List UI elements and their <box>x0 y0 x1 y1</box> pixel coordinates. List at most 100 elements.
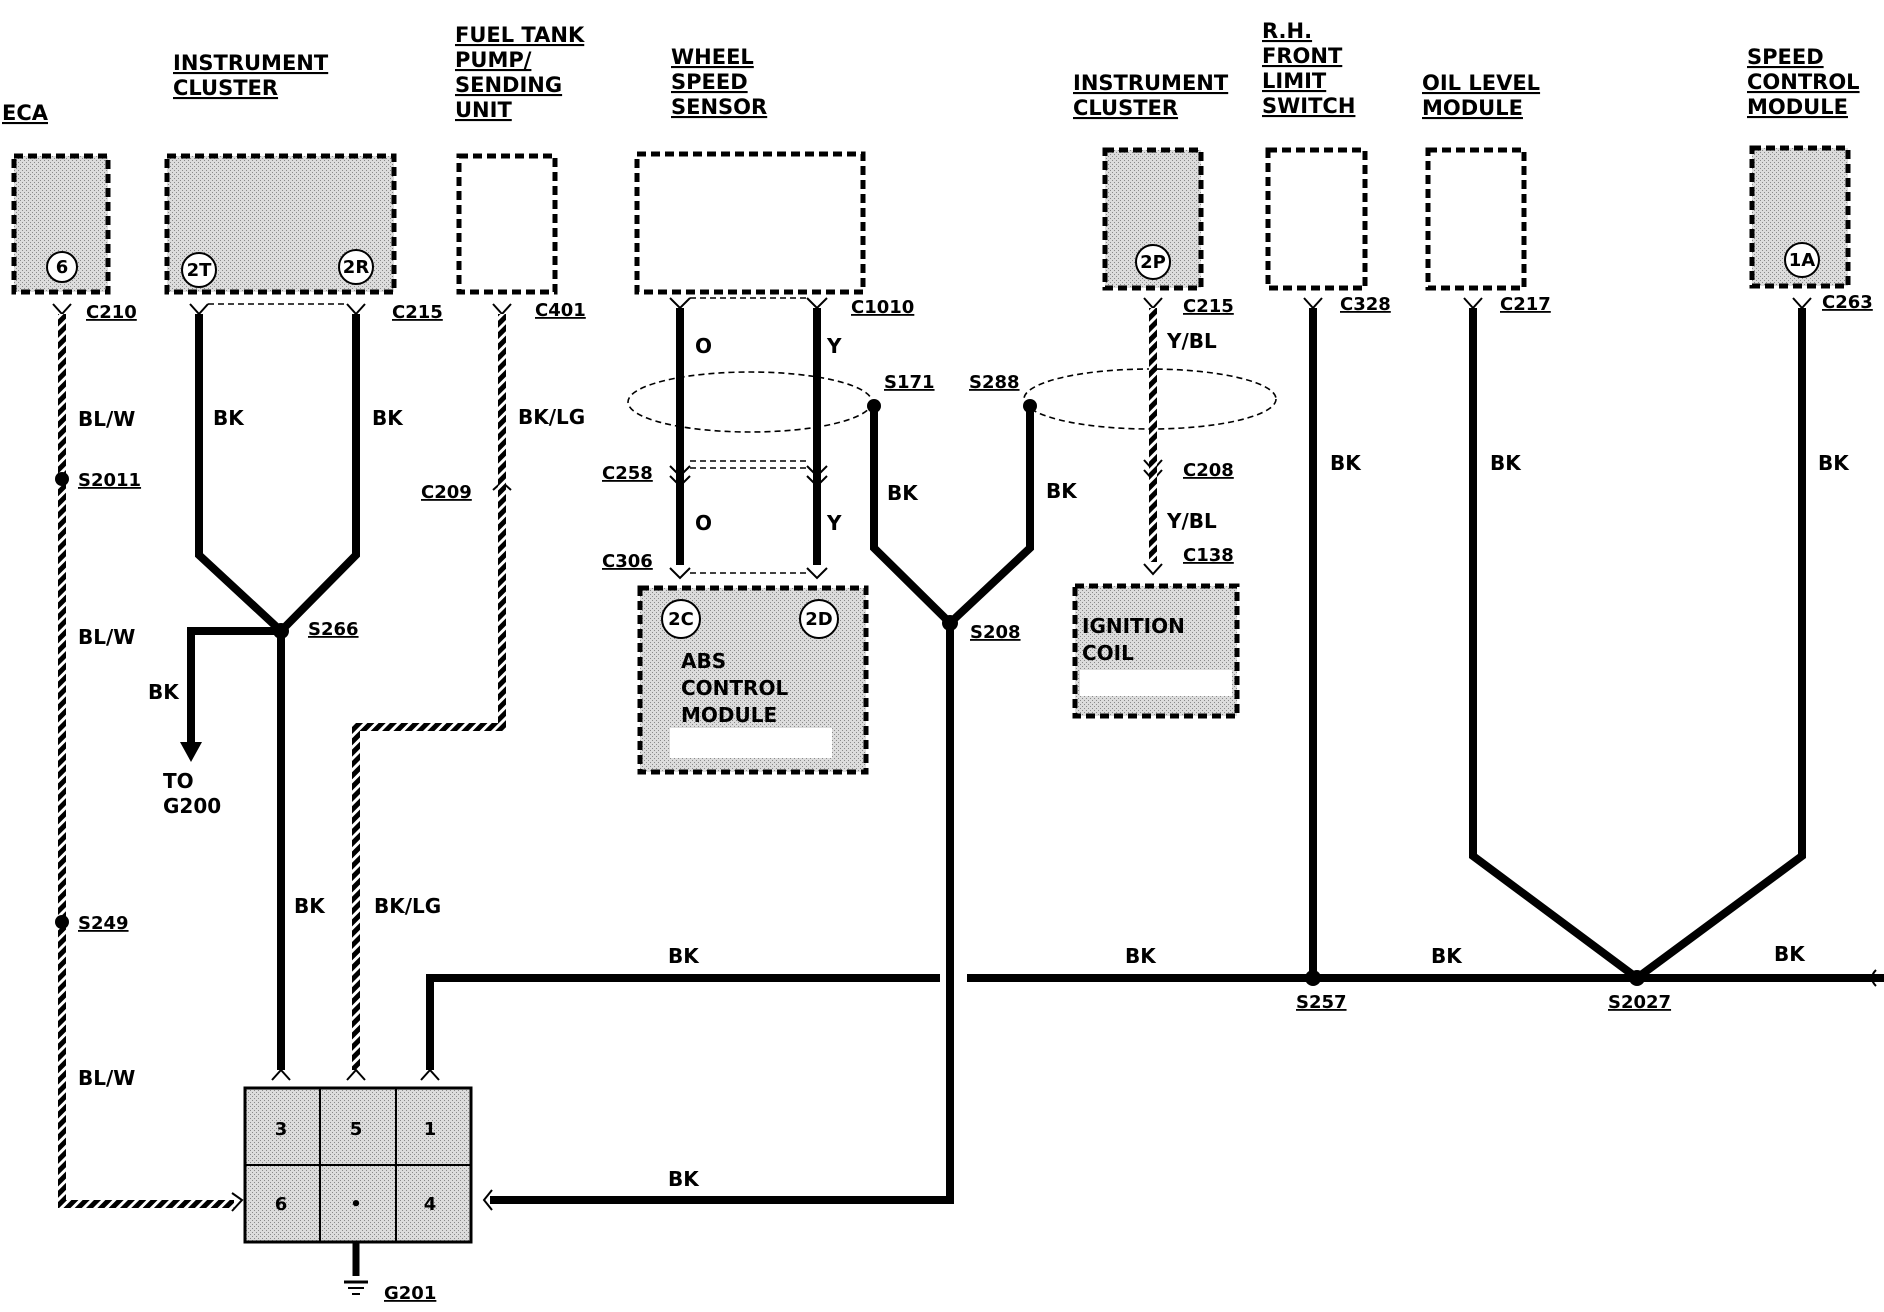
svg-text:ECA: ECA <box>2 101 49 125</box>
g201-label: G201 <box>384 1283 436 1304</box>
svg-text:2D: 2D <box>805 609 832 630</box>
svg-text:COIL: COIL <box>1082 641 1134 665</box>
wheel-speed-sensor-box <box>634 151 866 295</box>
c217-label: C217 <box>1500 294 1551 315</box>
svg-text:BK: BK <box>1431 944 1463 968</box>
c258-label: C258 <box>602 463 653 484</box>
svg-text:LIMIT: LIMIT <box>1262 69 1327 93</box>
s249-label: S249 <box>78 913 129 934</box>
svg-text:BK: BK <box>668 1167 700 1191</box>
instrument-cluster-2-pin-2p: 2P <box>1135 244 1171 280</box>
instrument-cluster-1-pin-2t: 2T <box>181 252 217 288</box>
wire-s208-g201 <box>490 623 954 1204</box>
svg-text:BK: BK <box>213 406 245 430</box>
to-g200-note: TO G200 <box>163 769 221 818</box>
wire-ic1-2r <box>278 314 360 634</box>
speed-control-module-title: SPEED CONTROL MODULE <box>1747 45 1860 119</box>
wheel-speed-sensor-title: WHEEL SPEED SENSOR <box>671 45 767 119</box>
oil-level-module-title: OIL LEVEL MODULE <box>1422 71 1540 120</box>
svg-text:BK/LG: BK/LG <box>374 894 441 918</box>
svg-text:Y/BL: Y/BL <box>1166 509 1217 533</box>
wire-oil-level <box>1469 308 1640 982</box>
rh-front-limit-switch-title: R.H. FRONT LIMIT SWITCH <box>1262 19 1355 118</box>
wire-ic1-2t <box>195 314 284 634</box>
svg-text:BK: BK <box>148 680 180 704</box>
instrument-cluster-1-title: INSTRUMENT CLUSTER <box>173 51 329 100</box>
svg-text:6: 6 <box>275 1194 288 1215</box>
svg-text:INSTRUMENT: INSTRUMENT <box>173 51 329 75</box>
c306-label: C306 <box>602 551 653 572</box>
svg-text:2R: 2R <box>343 257 370 278</box>
ground-terminal-1 <box>420 1068 440 1081</box>
svg-text:BK: BK <box>1330 451 1362 475</box>
c328-label: C328 <box>1340 294 1391 315</box>
svg-text:BL/W: BL/W <box>78 1066 135 1090</box>
svg-text:CLUSTER: CLUSTER <box>1073 96 1178 120</box>
svg-text:CONTROL: CONTROL <box>1747 70 1860 94</box>
svg-text:PUMP/: PUMP/ <box>455 48 532 72</box>
svg-text:SPEED: SPEED <box>1747 45 1824 69</box>
svg-text:MODULE: MODULE <box>1747 95 1848 119</box>
svg-text:CLUSTER: CLUSTER <box>173 76 278 100</box>
svg-text:WHEEL: WHEEL <box>671 45 754 69</box>
svg-text:3: 3 <box>275 1119 288 1140</box>
svg-text:OIL LEVEL: OIL LEVEL <box>1422 71 1540 95</box>
svg-text:MODULE: MODULE <box>1422 96 1523 120</box>
fuel-tank-pump-title: FUEL TANK PUMP/ SENDING UNIT <box>455 23 585 122</box>
svg-text:BK: BK <box>1490 451 1522 475</box>
speed-control-module-pin-1a: 1A <box>1784 242 1820 278</box>
arrow-to-g200 <box>180 742 202 762</box>
svg-text:O: O <box>695 511 712 535</box>
svg-text:6: 6 <box>56 257 69 278</box>
oil-level-module-box <box>1425 147 1527 291</box>
ignition-coil-label: IGNITION COIL <box>1082 614 1185 665</box>
s2011-label: S2011 <box>78 470 141 491</box>
ground-terminal-3 <box>271 1068 291 1081</box>
wire-trunk-end <box>1871 969 1877 987</box>
svg-text:BK: BK <box>1046 479 1078 503</box>
instrument-cluster-1-pin-2r: 2R <box>338 249 374 285</box>
svg-text:TO: TO <box>163 769 194 793</box>
svg-text:BL/W: BL/W <box>78 407 135 431</box>
svg-text:IGNITION: IGNITION <box>1082 614 1185 638</box>
c401-label: C401 <box>535 300 586 321</box>
abs-control-module-label: ABS CONTROL MODULE <box>681 649 788 727</box>
svg-text:SPEED: SPEED <box>671 70 748 94</box>
svg-text:BK: BK <box>294 894 326 918</box>
c208-label: C208 <box>1183 460 1234 481</box>
c1010-label: C1010 <box>851 297 914 318</box>
svg-text:BK: BK <box>887 481 919 505</box>
rh-front-limit-switch-box <box>1265 147 1368 291</box>
svg-text:2P: 2P <box>1140 252 1166 273</box>
shield-ellipse-left <box>627 371 873 433</box>
svg-text:INSTRUMENT: INSTRUMENT <box>1073 71 1229 95</box>
svg-text:•: • <box>350 1194 362 1215</box>
fuel-tank-pump-box <box>456 153 558 295</box>
svg-text:SENSOR: SENSOR <box>671 95 767 119</box>
svg-text:BK: BK <box>1125 944 1157 968</box>
svg-text:2T: 2T <box>187 260 213 281</box>
svg-text:Y: Y <box>826 334 842 358</box>
splice-dots <box>55 399 1645 986</box>
svg-text:2C: 2C <box>668 609 694 630</box>
c210-label: C210 <box>86 302 137 323</box>
eca-title: ECA <box>2 101 49 125</box>
c215-label-2: C215 <box>1183 296 1234 317</box>
wire-s288-s208 <box>947 406 1034 626</box>
s257-label: S257 <box>1296 992 1347 1013</box>
c215-label-1: C215 <box>392 302 443 323</box>
wire-trunk-left <box>426 974 940 1070</box>
svg-text:BK: BK <box>668 944 700 968</box>
svg-text:G200: G200 <box>163 794 221 818</box>
ground-terminal-4 <box>482 1189 493 1211</box>
svg-text:BL/W: BL/W <box>78 625 135 649</box>
wire-color-labels: BL/W BL/W BL/W BK BK BK BK BK/LG BK/LG O… <box>78 329 1850 1191</box>
s2027-label: S2027 <box>1608 992 1671 1013</box>
ground-block: 3 5 1 6 • 4 <box>243 1086 473 1295</box>
abs-label-window <box>670 728 832 758</box>
svg-text:SWITCH: SWITCH <box>1262 94 1355 118</box>
svg-text:O: O <box>695 334 712 358</box>
s208-label: S208 <box>970 622 1021 643</box>
svg-text:5: 5 <box>350 1119 363 1140</box>
